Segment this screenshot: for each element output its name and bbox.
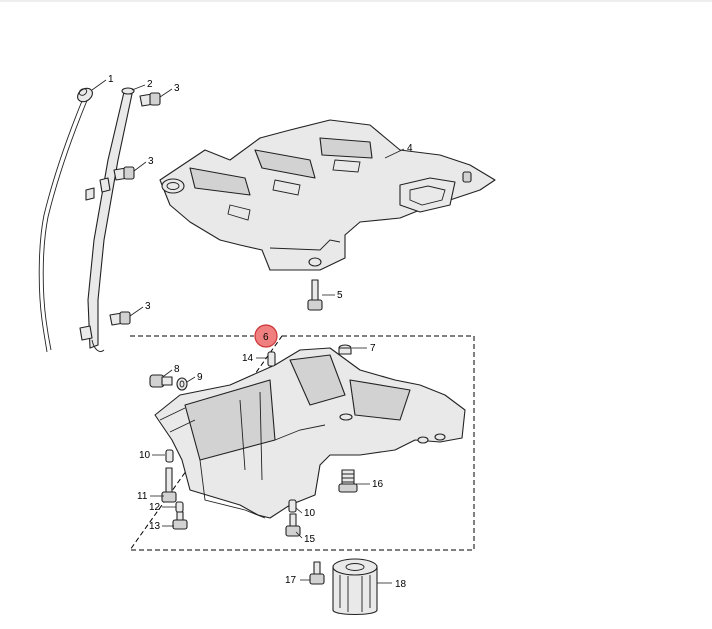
callout-3-middle: 3 xyxy=(148,156,154,167)
bolt-5[interactable] xyxy=(307,279,323,311)
bolt-11[interactable] xyxy=(161,467,177,503)
windage-tray[interactable] xyxy=(159,119,496,271)
dipstick[interactable] xyxy=(38,85,95,353)
bolt-3-lower[interactable] xyxy=(109,311,131,326)
callout-10-left: 10 xyxy=(139,450,151,461)
oil-pan[interactable] xyxy=(154,347,466,519)
callout-17: 17 xyxy=(285,575,297,586)
callout-18: 18 xyxy=(395,579,407,590)
oil-filter-18[interactable] xyxy=(332,558,378,616)
callout-7: 7 xyxy=(370,343,376,354)
bolt-15[interactable] xyxy=(285,513,301,537)
callout-10-right: 10 xyxy=(304,508,316,519)
callout-4: 4 xyxy=(407,143,413,154)
callout-15: 15 xyxy=(304,534,316,545)
bolt-3-middle[interactable] xyxy=(113,166,135,181)
oil-filter-adapter-16[interactable] xyxy=(338,469,358,493)
callout-9: 9 xyxy=(197,372,203,383)
bolt-13[interactable] xyxy=(172,511,188,530)
bolt-17[interactable] xyxy=(309,561,325,585)
seal-7[interactable] xyxy=(338,344,352,355)
callout-5: 5 xyxy=(337,290,343,301)
callout-13: 13 xyxy=(149,521,161,532)
callout-1: 1 xyxy=(108,74,114,85)
callout-16: 16 xyxy=(372,479,384,490)
callout-12: 12 xyxy=(149,502,161,513)
callout-2: 2 xyxy=(147,79,153,90)
callout-3-upper: 3 xyxy=(174,83,180,94)
dipstick-tube[interactable] xyxy=(79,87,135,352)
callout-14: 14 xyxy=(242,353,254,364)
dowel-10-right[interactable] xyxy=(288,499,297,513)
callout-6-highlight[interactable] xyxy=(254,324,278,348)
oil-pan-assembly-box xyxy=(129,335,475,551)
dowel-12[interactable] xyxy=(175,501,184,513)
callout-6: 6 xyxy=(263,332,269,343)
callout-3-lower: 3 xyxy=(145,301,151,312)
leader-lines xyxy=(91,79,405,584)
dowel-10-left[interactable] xyxy=(165,449,174,463)
dowel-14[interactable] xyxy=(267,351,276,367)
drain-plug-8[interactable] xyxy=(149,374,173,388)
washer-9[interactable] xyxy=(176,377,188,391)
callout-11: 11 xyxy=(137,491,148,502)
bolt-3-upper[interactable] xyxy=(139,92,161,107)
callout-8: 8 xyxy=(174,364,180,375)
